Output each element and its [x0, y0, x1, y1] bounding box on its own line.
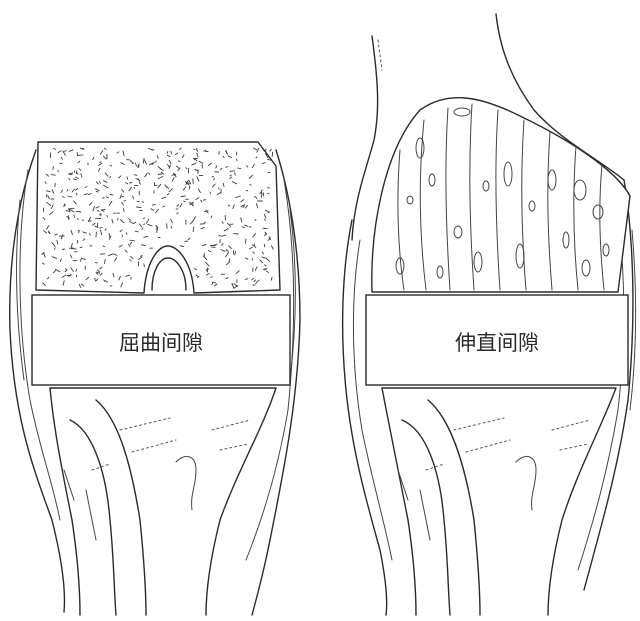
stipple-mark	[228, 250, 229, 253]
stipple-mark	[181, 196, 185, 197]
stipple-mark	[103, 246, 105, 247]
stipple-mark	[230, 171, 235, 172]
stipple-mark	[214, 178, 215, 180]
stipple-mark	[97, 223, 98, 227]
stipple-mark	[137, 207, 142, 208]
stipple-mark	[78, 218, 79, 219]
stipple-mark	[74, 171, 75, 173]
stipple-mark	[263, 228, 267, 229]
stipple-mark	[263, 269, 266, 270]
stipple-mark	[103, 198, 105, 199]
stipple-mark	[238, 168, 241, 169]
stipple-mark	[58, 170, 59, 172]
stipple-mark	[250, 185, 251, 186]
stipple-mark	[140, 256, 142, 257]
stipple-mark	[262, 192, 263, 194]
stipple-mark	[152, 205, 155, 206]
stipple-mark	[270, 149, 272, 151]
stipple-mark	[265, 219, 266, 221]
stipple-mark	[134, 175, 137, 176]
extension-femur-shaft	[352, 36, 378, 240]
stipple-mark	[167, 224, 168, 229]
extension-gap-label: 伸直间隙	[455, 331, 539, 355]
stipple-mark	[211, 247, 215, 248]
flexion-panel: 屈曲间隙	[10, 142, 300, 615]
stipple-mark	[226, 250, 227, 252]
stipple-mark	[193, 179, 194, 184]
stipple-mark	[118, 218, 119, 220]
stipple-mark	[51, 175, 55, 176]
stipple-mark	[130, 240, 134, 241]
stipple-mark	[62, 249, 64, 250]
stipple-mark	[67, 189, 68, 191]
stipple-mark	[107, 215, 108, 217]
stipple-mark	[74, 215, 75, 218]
stipple-mark	[110, 195, 113, 196]
stipple-mark	[133, 196, 134, 199]
stipple-mark	[100, 215, 102, 216]
stipple-mark	[63, 197, 65, 198]
stipple-mark	[101, 210, 105, 211]
stipple-mark	[245, 239, 246, 243]
stipple-mark	[163, 206, 165, 207]
stipple-mark	[78, 155, 83, 156]
extension-femur-block	[372, 98, 630, 292]
stipple-mark	[70, 174, 73, 175]
stipple-mark	[130, 183, 133, 184]
stipple-mark	[80, 247, 82, 248]
stipple-mark	[212, 176, 213, 177]
stipple-mark	[186, 199, 189, 200]
stipple-mark	[155, 185, 157, 186]
stipple-mark	[102, 211, 104, 212]
stipple-mark	[245, 279, 248, 280]
stipple-mark	[171, 226, 172, 228]
stipple-mark	[124, 200, 126, 201]
stipple-mark	[143, 218, 145, 219]
flexion-gap-label: 屈曲间隙	[119, 331, 203, 355]
extension-panel: 伸直间隙	[343, 14, 636, 615]
stipple-mark	[188, 168, 189, 173]
stipple-mark	[144, 264, 145, 267]
stipple-mark	[127, 177, 128, 179]
stipple-mark	[135, 231, 138, 232]
stipple-mark	[76, 269, 77, 271]
stipple-mark	[104, 280, 105, 281]
